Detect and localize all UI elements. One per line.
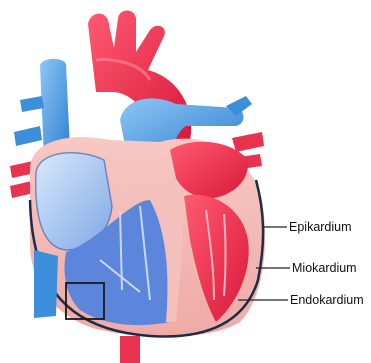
label-epikardium: Epikardium: [289, 220, 352, 234]
label-miokardium: Miokardium: [292, 261, 357, 275]
label-endokardium: Endokardium: [290, 293, 364, 307]
